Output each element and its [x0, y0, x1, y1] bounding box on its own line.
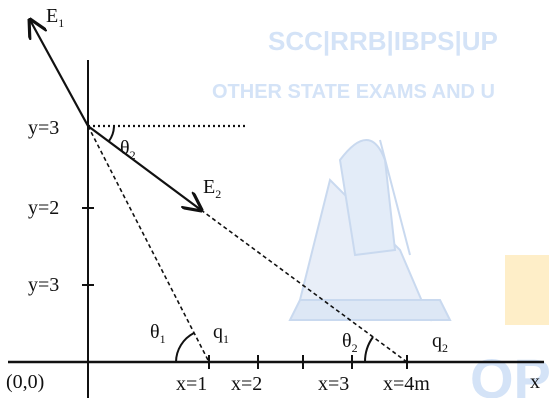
charge-label-q2: q2 — [432, 330, 448, 355]
angle-arc-q1 — [175, 332, 195, 363]
e1-label: E1 — [46, 5, 64, 30]
y-tick-label: y=2 — [28, 197, 59, 219]
angle-arc-q2 — [363, 336, 374, 363]
watermark-line2: OTHER STATE EXAMS AND U — [212, 81, 495, 103]
x-tick-label: x=4m — [383, 373, 430, 395]
x-axis-label: x — [530, 371, 540, 393]
x-tick-label: x=3 — [318, 373, 349, 395]
e2-label: E2 — [203, 176, 221, 201]
watermark-line1: SCC|RRB|IBPS|UP — [268, 26, 498, 56]
hand-writing-on-paper-icon — [288, 139, 452, 322]
watermark: SCC|RRB|IBPS|UP OTHER STATE EXAMS AND U … — [212, 26, 549, 398]
q1-line — [87, 125, 210, 363]
e1-vector-arrow — [30, 20, 89, 127]
watermark-book-icon — [505, 255, 549, 325]
e2-vector-arrow — [87, 125, 201, 210]
y-tick-label: y=3 — [28, 117, 59, 139]
charge-label-q1: q1 — [213, 321, 229, 346]
axes: x (0,0) — [6, 60, 544, 398]
q2-line — [200, 209, 408, 363]
x-ticks: x=1 x=2 x=3 x=4m — [176, 355, 430, 395]
origin-label: (0,0) — [6, 371, 44, 393]
x-tick-label: x=2 — [231, 373, 262, 395]
angle-label-q1: θ1 — [150, 321, 166, 346]
watermark-fragment: OPE — [470, 347, 549, 398]
angle-arc-top — [108, 125, 115, 142]
x-tick-label: x=1 — [176, 373, 207, 395]
y-tick-label: y=3 — [28, 274, 59, 296]
angle-label-q2: θ2 — [342, 330, 358, 355]
y-ticks: y=3 y=2 y=3 — [28, 117, 94, 296]
angle-label-top: θ2 — [120, 137, 136, 162]
